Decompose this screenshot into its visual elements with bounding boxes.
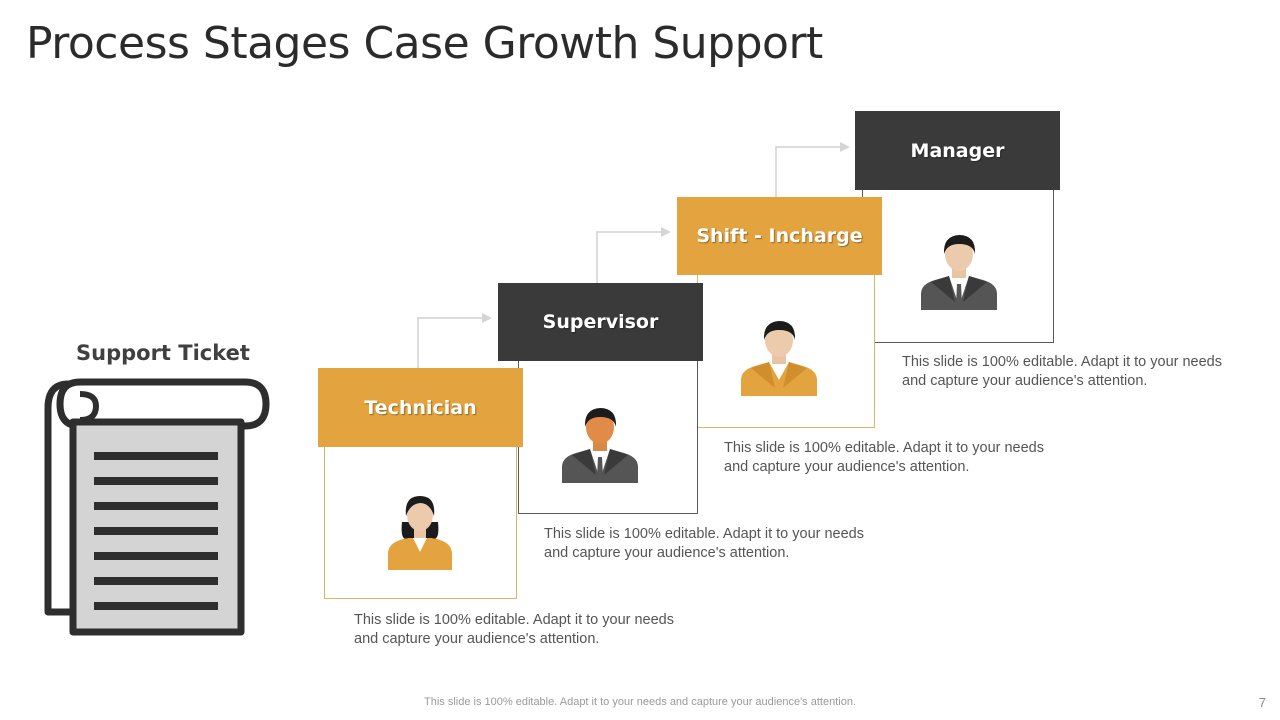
male-user-icon [739,318,819,403]
female-user-icon [380,492,460,577]
stage-title: Shift - Incharge [696,225,863,247]
stage-header-shift-incharge: Shift - Incharge [677,197,882,275]
stage-description-shift-incharge: This slide is 100% editable. Adapt it to… [724,440,1044,475]
male-user-icon [919,232,999,317]
scroll-document-icon [40,372,275,647]
male-user-icon [560,405,640,490]
stage-title: Manager [910,139,1005,162]
stage-description-technician: This slide is 100% editable. Adapt it to… [354,612,674,647]
stage-header-manager: Manager [855,111,1060,190]
stage-header-supervisor: Supervisor [498,283,703,361]
stage-description-manager: This slide is 100% editable. Adapt it to… [902,354,1222,389]
stage-title: Technician [364,396,477,419]
stage-header-technician: Technician [318,368,523,447]
slide-footer: This slide is 100% editable. Adapt it to… [424,696,856,708]
stage-card-supervisor [518,359,698,514]
support-ticket-label: Support Ticket [76,341,250,365]
slide-title: Process Stages Case Growth Support [26,18,823,69]
stage-title: Supervisor [542,311,659,333]
stage-description-supervisor: This slide is 100% editable. Adapt it to… [544,526,864,561]
page-number: 7 [1258,695,1266,710]
